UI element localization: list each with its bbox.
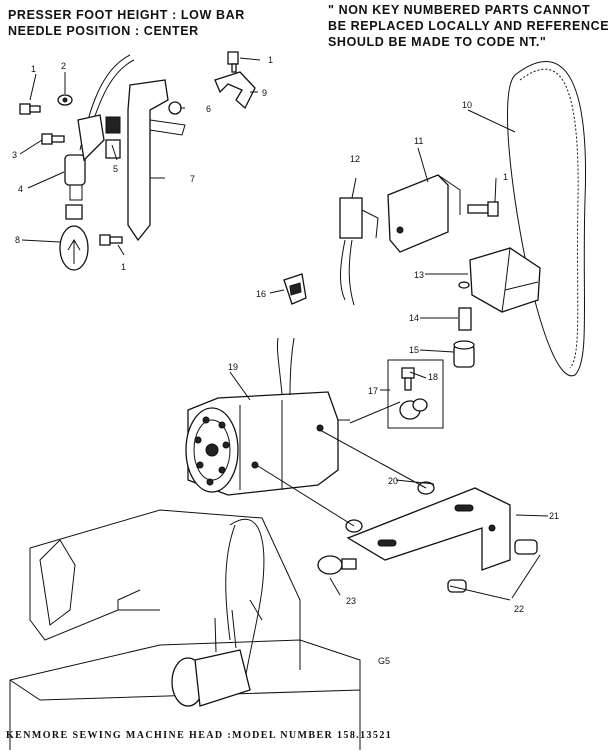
callout-4: 4: [18, 184, 23, 194]
note-line-3: SHOULD BE MADE TO CODE NT.": [328, 35, 547, 49]
callout-1c: 1: [268, 55, 273, 65]
inset-machine-sketch: [9, 509, 361, 750]
clip-part-16: [283, 273, 307, 305]
callout-16: 16: [256, 289, 266, 299]
note-line-2: BE REPLACED LOCALLY AND REFERENCE: [328, 19, 608, 33]
header-note: " NON KEY NUMBERED PARTS CANNOT BE REPLA…: [328, 2, 608, 50]
screw-part-1a: [19, 103, 41, 115]
callout-10: 10: [462, 100, 472, 110]
callout-12: 12: [350, 154, 360, 164]
belt-part-10: [507, 60, 587, 377]
screw-part-3: [41, 133, 65, 145]
motor-bracket-part-21: [346, 487, 511, 571]
callout-1d: 1: [503, 172, 508, 182]
leader-lines: [19, 57, 549, 601]
screw-part-1b: [99, 234, 123, 246]
washer-part-2: [57, 94, 73, 106]
motor-part-19: [185, 337, 350, 496]
callout-5: 5: [113, 164, 118, 174]
callout-8: 8: [15, 235, 20, 245]
callout-17: 17: [368, 386, 378, 396]
capacitor-part-13: [469, 247, 541, 313]
callout-11: 11: [414, 136, 423, 146]
screw-part-1c: [227, 51, 239, 73]
sheet-code: G5: [378, 656, 390, 666]
callout-15: 15: [409, 345, 419, 355]
callout-9: 9: [262, 88, 267, 98]
screw-part-1d: [467, 201, 499, 217]
spring-part-14: [458, 281, 472, 331]
callout-21: 21: [549, 511, 559, 521]
lamp-bulb-part-8: [59, 204, 89, 271]
callout-18: 18: [428, 372, 438, 382]
callout-19: 19: [228, 362, 238, 372]
callout-1a: 1: [31, 64, 36, 74]
header-left: PRESSER FOOT HEIGHT : LOW BAR NEEDLE POS…: [8, 7, 245, 39]
clip-part-9: [214, 71, 256, 110]
switch-part-5: [105, 116, 121, 159]
brush-holder-box-17: [387, 359, 444, 429]
bracket-part-11: [387, 174, 461, 253]
lamp-bracket-part-7: [127, 79, 186, 242]
callout-22: 22: [514, 604, 524, 614]
callout-3: 3: [12, 150, 17, 160]
presser-foot-height: PRESSER FOOT HEIGHT : LOW BAR: [8, 8, 245, 22]
callout-7: 7: [190, 174, 195, 184]
callout-1b: 1: [121, 262, 126, 272]
callout-6: 6: [206, 104, 211, 114]
callout-20: 20: [388, 476, 398, 486]
note-line-1: " NON KEY NUMBERED PARTS CANNOT: [328, 3, 591, 17]
lamp-socket-part-4: [64, 114, 105, 201]
callout-23: 23: [346, 596, 356, 606]
needle-position: NEEDLE POSITION : CENTER: [8, 24, 199, 38]
switch-part-12: [339, 197, 379, 306]
bushing-part-15: [453, 340, 475, 368]
bolt-part-23: [317, 555, 357, 575]
callout-14: 14: [409, 313, 419, 323]
callout-2: 2: [61, 61, 66, 71]
callout-13: 13: [414, 270, 424, 280]
nut-part-6: [168, 101, 182, 115]
model-footer: KENMORE SEWING MACHINE HEAD :MODEL NUMBE…: [6, 730, 393, 741]
